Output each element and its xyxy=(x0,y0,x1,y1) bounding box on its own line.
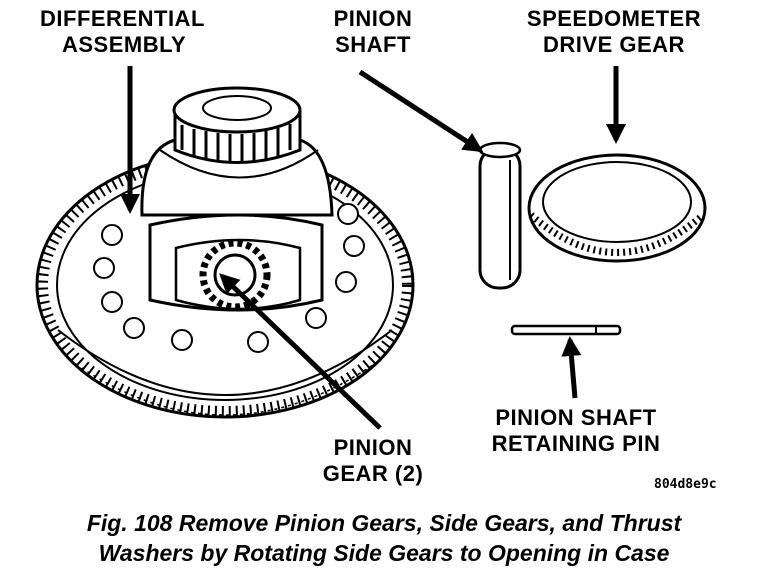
pinion-shaft-part xyxy=(478,141,522,290)
label-pinion-gear: PINION GEAR (2) xyxy=(322,435,424,486)
figure-code: 804d8e9c xyxy=(654,477,717,492)
leader-arrows xyxy=(120,66,626,430)
label-pinion-shaft: PINION SHAFT xyxy=(333,6,413,57)
label-pinion-shaft-retaining-pin: PINION SHAFT RETAINING PIN xyxy=(491,405,661,456)
flange-bolts xyxy=(93,203,365,353)
label-differential-assembly: DIFFERENTIAL ASSEMBLY xyxy=(40,6,205,57)
carrier-bearing xyxy=(172,86,302,164)
speedometer-gear-part xyxy=(527,153,707,263)
retaining-pin-part xyxy=(510,324,622,336)
case-window xyxy=(174,238,302,311)
label-speedometer-drive-gear: SPEEDOMETER DRIVE GEAR xyxy=(526,6,702,57)
figure-caption: Fig. 108 Remove Pinion Gears, Side Gears… xyxy=(86,510,682,566)
